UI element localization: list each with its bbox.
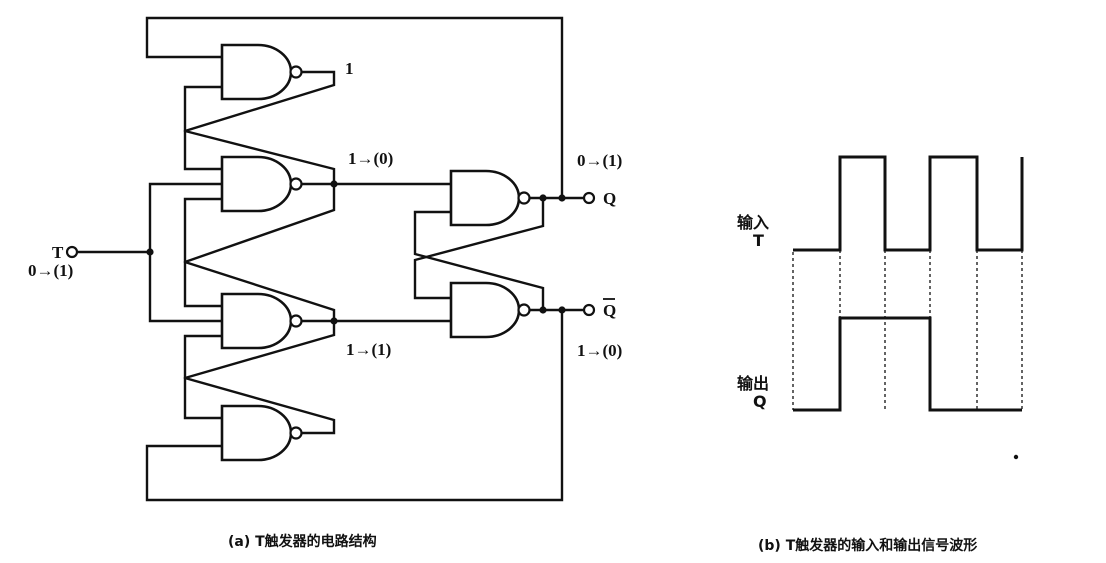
circuit-wires [77,16,595,502]
waveform-output-label: 输出 [737,374,769,393]
nand-gate-1 [220,43,303,101]
waveform-input-name: T [753,231,764,250]
nand-gate-2 [220,155,303,213]
output-q-label: Q [603,189,616,208]
nand-gate-5 [449,169,531,227]
nand-gate-6 [449,281,531,339]
waveform-input-label: 输入 [737,213,769,232]
output-terminal-qbar [582,303,596,317]
input-state-label: 0→(1) [28,261,73,280]
waveform-guides [792,250,1023,410]
output-qbar-state-label: 1→(0) [577,341,622,360]
output-q-state-label: 0→(1) [577,151,622,170]
waveform-output-name: Q [753,392,767,411]
state-label-mid-upper: 1→(0) [348,149,393,168]
caption-a: (a) T触发器的电路结构 [228,533,377,550]
nand-gate-3 [220,292,303,350]
waveform-diagram: 输入 T 输出 Q (b) T触发器的输入和输出信号波形 [737,155,1024,554]
state-label-mid-lower: 1→(1) [346,340,391,359]
junction-dots [146,180,566,325]
input-name-label: T [52,243,64,262]
waveform-input-t [793,155,1024,252]
circuit-diagram: 1 1→(0) 1→(1) T 0→(1) 0→(1) Q Q 1→(0) (a… [28,16,622,550]
caption-b: (b) T触发器的输入和输出信号波形 [758,537,977,554]
nand-gate-4 [220,404,303,462]
waveform-output-q [793,316,1022,412]
output-qbar-label: Q [603,301,616,320]
input-terminal-t [65,245,79,259]
state-label-top: 1 [345,59,354,78]
output-terminal-q [582,191,596,205]
stray-dot [1013,454,1019,460]
